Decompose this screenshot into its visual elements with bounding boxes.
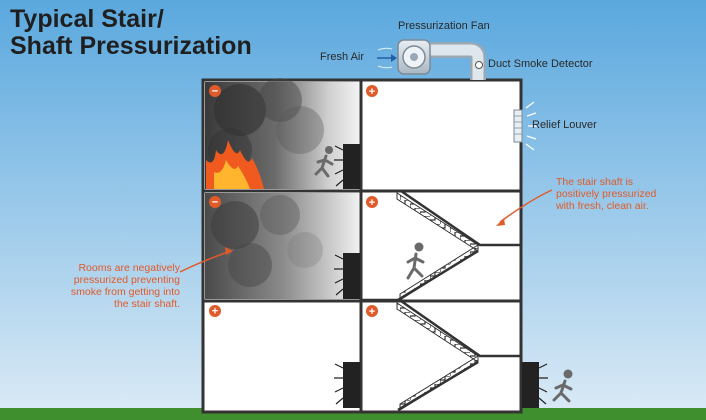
smoke-detector-icon	[475, 61, 483, 69]
pressure-badge-room-floor1: +	[209, 305, 221, 318]
title-line-1: Typical Stair/	[10, 5, 164, 33]
ground	[0, 408, 706, 420]
door-icon	[334, 253, 360, 299]
svg-text:+: +	[212, 306, 218, 318]
shaft-note-line: The stair shaft is	[556, 176, 634, 188]
arrow-icon	[377, 47, 397, 69]
fire-icon	[206, 140, 264, 189]
detector-label: Duct Smoke Detector	[488, 58, 593, 70]
rooms-note-line: smoke from getting into	[70, 286, 180, 298]
svg-text:+: +	[369, 197, 375, 209]
svg-text:+: +	[369, 306, 375, 318]
pressure-badge-room-floor2: −	[209, 196, 221, 209]
svg-text:−: −	[212, 197, 218, 209]
rooms-note: Rooms are negatively pressurized prevent…	[32, 262, 180, 310]
shaft-note-line: positively pressurized	[556, 188, 657, 200]
pressure-badge-room-floor3: −	[209, 85, 221, 98]
smoke-floor2	[205, 193, 359, 299]
arrow-icon	[179, 247, 233, 273]
pressure-badge-shaft-floor3: +	[366, 85, 378, 98]
pressure-badge-shaft-floor1: +	[366, 305, 378, 318]
door-icon	[334, 362, 360, 408]
fan-label: Pressurization Fan	[398, 20, 490, 32]
arrow-icon	[496, 189, 553, 226]
fresh-air-label: Fresh Air	[320, 51, 365, 63]
relief-louver-label: Relief Louver	[532, 119, 597, 131]
running-person-icon	[552, 369, 573, 403]
stairs-lower	[361, 299, 521, 412]
diagram-title: Typical Stair/ Shaft Pressurization	[10, 6, 252, 60]
fan-icon	[397, 39, 495, 97]
relief-louver-icon	[513, 101, 538, 151]
rooms-note-line: pressurized preventing	[73, 274, 180, 286]
running-person-icon	[406, 242, 425, 280]
rooms-note-line: the stair shaft.	[114, 298, 180, 310]
pressure-badge-shaft-floor2: +	[366, 196, 378, 209]
title-line-2: Shaft Pressurization	[10, 32, 252, 60]
shaft-note-line: with fresh, clean air.	[556, 200, 649, 212]
shaft-note: The stair shaft is positively pressurize…	[556, 176, 706, 212]
svg-text:−: −	[212, 86, 218, 98]
door-icon	[334, 144, 360, 189]
running-person-icon	[314, 146, 334, 178]
door-icon	[522, 362, 548, 408]
rooms-note-line: Rooms are negatively	[78, 262, 180, 274]
svg-text:+: +	[369, 86, 375, 98]
